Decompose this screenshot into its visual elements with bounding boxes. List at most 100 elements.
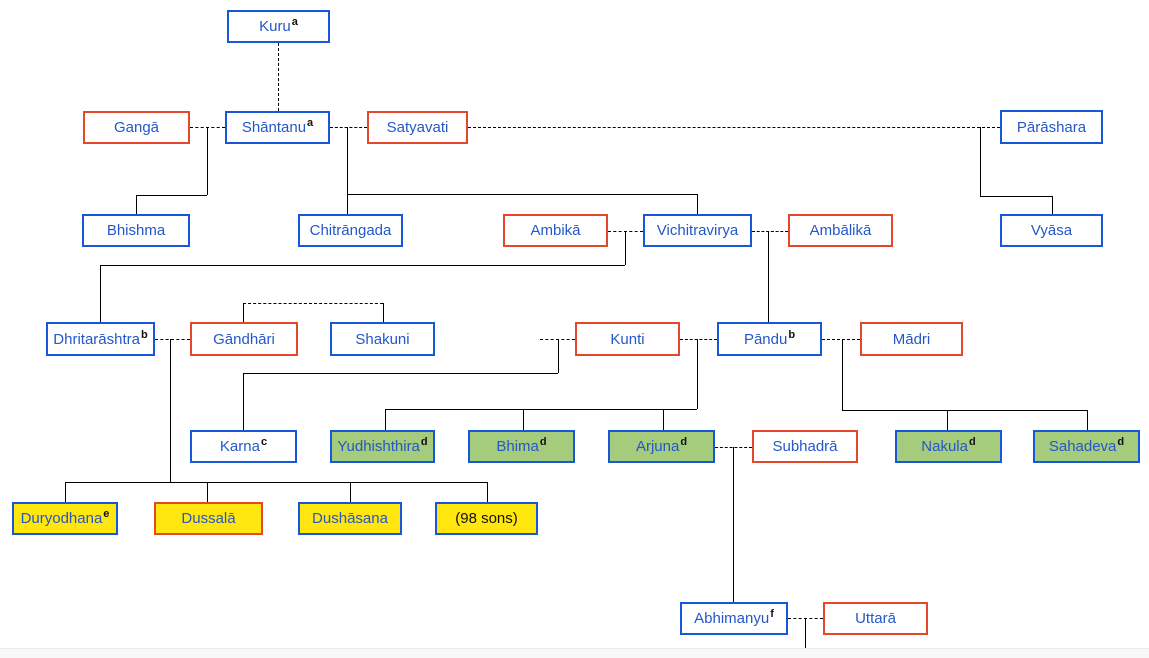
node-link-shantanu[interactable]: Shāntanua bbox=[241, 117, 314, 136]
node-link-abhimanyu[interactable]: Abhimanyuf bbox=[694, 608, 774, 627]
footnote-marker-d: d bbox=[420, 436, 428, 448]
connector-madri-bracket-line bbox=[842, 410, 1087, 411]
node-bhishma: Bhishma bbox=[82, 214, 190, 247]
connector-to-bhishma-line bbox=[136, 195, 137, 214]
footnote-marker-d: d bbox=[968, 436, 976, 448]
connector-vichitravirya-ambalika-marriage-dashed-line bbox=[752, 231, 788, 232]
connector-kuru-to-shantanu-dashed-line bbox=[278, 43, 279, 111]
node-chitrangada: Chitrāngada bbox=[298, 214, 403, 247]
connector-to-karna-line bbox=[243, 373, 558, 374]
node-yudhishthira: Yudhishthirad bbox=[330, 430, 435, 463]
connector-sibling-drop-gandhari-line bbox=[243, 303, 244, 322]
node-link-bhima[interactable]: Bhimad bbox=[496, 436, 547, 455]
footnote-marker-a: a bbox=[291, 16, 298, 28]
connector-drop-dussala-line bbox=[207, 482, 208, 502]
node-dhritarashtra: Dhritarāshtrab bbox=[46, 322, 155, 356]
connector-shantanu-satyavati-marriage-dashed-line bbox=[330, 127, 367, 128]
connector-pandava-bracket-line bbox=[385, 409, 697, 410]
connector-drop-duryodhana-line bbox=[65, 482, 66, 502]
footnote-marker-e: e bbox=[103, 508, 110, 520]
footnote-marker-d: d bbox=[680, 436, 688, 448]
footnote-marker-a: a bbox=[307, 117, 314, 129]
connector-dhritarashtra-gandhari-marriage-dashed-line bbox=[155, 339, 190, 340]
node-ambika: Ambikā bbox=[503, 214, 608, 247]
connector-to-pandu-line bbox=[768, 231, 769, 322]
node-link-sahadeva[interactable]: Sahadevad bbox=[1048, 436, 1125, 455]
node-98-sons: (98 sons) bbox=[435, 502, 538, 535]
connector-to-dhritarashtra-line bbox=[100, 265, 101, 322]
node-karna: Karnac bbox=[190, 430, 297, 463]
node-link-madri[interactable]: Mādri bbox=[892, 330, 931, 348]
node-link-ambalika[interactable]: Ambālikā bbox=[809, 222, 872, 239]
node-link-duryodhana[interactable]: Duryodhanae bbox=[20, 508, 110, 527]
node-link-parashara[interactable]: Pārāshara bbox=[1016, 118, 1087, 136]
connector-madri-feed-line bbox=[842, 339, 843, 410]
node-link-vichitravirya[interactable]: Vichitravirya bbox=[656, 222, 739, 239]
node-bhima: Bhimad bbox=[468, 430, 575, 463]
connector-to-dhritarashtra-line bbox=[625, 231, 626, 265]
connector-to-vichitravirya-line bbox=[697, 194, 698, 214]
connector-kunti-pandu-marriage-dashed-line bbox=[680, 339, 717, 340]
node-link-karna[interactable]: Karnac bbox=[219, 436, 268, 455]
node-gandhari: Gāndhāri bbox=[190, 322, 298, 356]
footnote-marker-d: d bbox=[1117, 436, 1125, 448]
node-link-dussala[interactable]: Dussalā bbox=[181, 510, 236, 527]
connector-drop-98-sons-line bbox=[487, 482, 488, 502]
node-sahadeva: Sahadevad bbox=[1033, 430, 1140, 463]
page-bottom-band bbox=[0, 648, 1149, 658]
node-link-shakuni[interactable]: Shakuni bbox=[355, 330, 410, 348]
node-link-satyavati[interactable]: Satyavati bbox=[386, 119, 449, 136]
connector-satyavati-parashara-marriage-dashed-line bbox=[468, 127, 1000, 128]
connector-shantanu-satyavati-children-line bbox=[347, 194, 697, 195]
node-link-vyasa[interactable]: Vyāsa bbox=[1030, 222, 1073, 239]
node-abhimanyu: Abhimanyuf bbox=[680, 602, 788, 635]
node-link-bhishma[interactable]: Bhishma bbox=[106, 222, 166, 239]
connector-kunti-union-stub-dashed-line bbox=[540, 339, 575, 340]
connector-drop-arjuna-line bbox=[663, 409, 664, 430]
connector-to-abhimanyu-line bbox=[733, 447, 734, 602]
connector-abhimanyu-descendant-line-line bbox=[805, 618, 806, 658]
connector-to-karna-line bbox=[558, 339, 559, 373]
node-link-gandhari[interactable]: Gāndhāri bbox=[213, 330, 275, 348]
node-dussala: Dussalā bbox=[154, 502, 263, 535]
node-parashara: Pārāshara bbox=[1000, 110, 1103, 144]
node-nakula: Nakulad bbox=[895, 430, 1002, 463]
node-vichitravirya: Vichitravirya bbox=[643, 214, 752, 247]
footnote-marker-b: b bbox=[140, 328, 148, 341]
node-kunti: Kunti bbox=[575, 322, 680, 356]
connector-to-dhritarashtra-line bbox=[100, 265, 625, 266]
node-pandu: Pāndub bbox=[717, 322, 822, 356]
node-link-pandu[interactable]: Pāndub bbox=[743, 328, 796, 348]
node-link-ganga[interactable]: Gangā bbox=[113, 119, 160, 136]
connector-to-vyasa-line bbox=[980, 196, 1052, 197]
node-link-chitrangada[interactable]: Chitrāngada bbox=[309, 222, 392, 239]
connector-to-chitrangada-line bbox=[347, 127, 348, 214]
node-madri: Mādri bbox=[860, 322, 963, 356]
node-ganga: Gangā bbox=[83, 111, 190, 144]
node-link-kunti[interactable]: Kunti bbox=[610, 330, 645, 348]
connector-to-vyasa-line bbox=[980, 127, 981, 196]
node-arjuna: Arjunad bbox=[608, 430, 715, 463]
node-link-nakula[interactable]: Nakulad bbox=[921, 436, 976, 455]
connector-drop-yudhishthira-line bbox=[385, 409, 386, 430]
node-link-uttara[interactable]: Uttarā bbox=[855, 610, 896, 627]
node-link-arjuna[interactable]: Arjunad bbox=[635, 436, 688, 455]
node-uttara: Uttarā bbox=[823, 602, 928, 635]
node-link-dushasana[interactable]: Dushāsana bbox=[312, 510, 388, 527]
node-satyavati: Satyavati bbox=[367, 111, 468, 144]
footnote-marker-d: d bbox=[539, 436, 547, 448]
node-subhadra: Subhadrā bbox=[752, 430, 858, 463]
node-text-98-sons: (98 sons) bbox=[455, 510, 518, 527]
connector-drop-bhima-line bbox=[523, 409, 524, 430]
connector-pandu-madri-marriage-dashed-line bbox=[822, 339, 860, 340]
connector-to-karna-line bbox=[243, 373, 244, 430]
node-link-ambika[interactable]: Ambikā bbox=[530, 222, 581, 239]
node-link-kuru[interactable]: Kurua bbox=[259, 16, 298, 35]
node-link-yudhishthira[interactable]: Yudhishthirad bbox=[337, 436, 428, 455]
node-shantanu: Shāntanua bbox=[225, 111, 330, 144]
connector-pandava-feed-line bbox=[697, 339, 698, 409]
node-link-subhadra[interactable]: Subhadrā bbox=[772, 438, 838, 455]
node-link-dhritarashtra[interactable]: Dhritarāshtrab bbox=[53, 328, 148, 348]
footnote-marker-f: f bbox=[770, 608, 774, 620]
